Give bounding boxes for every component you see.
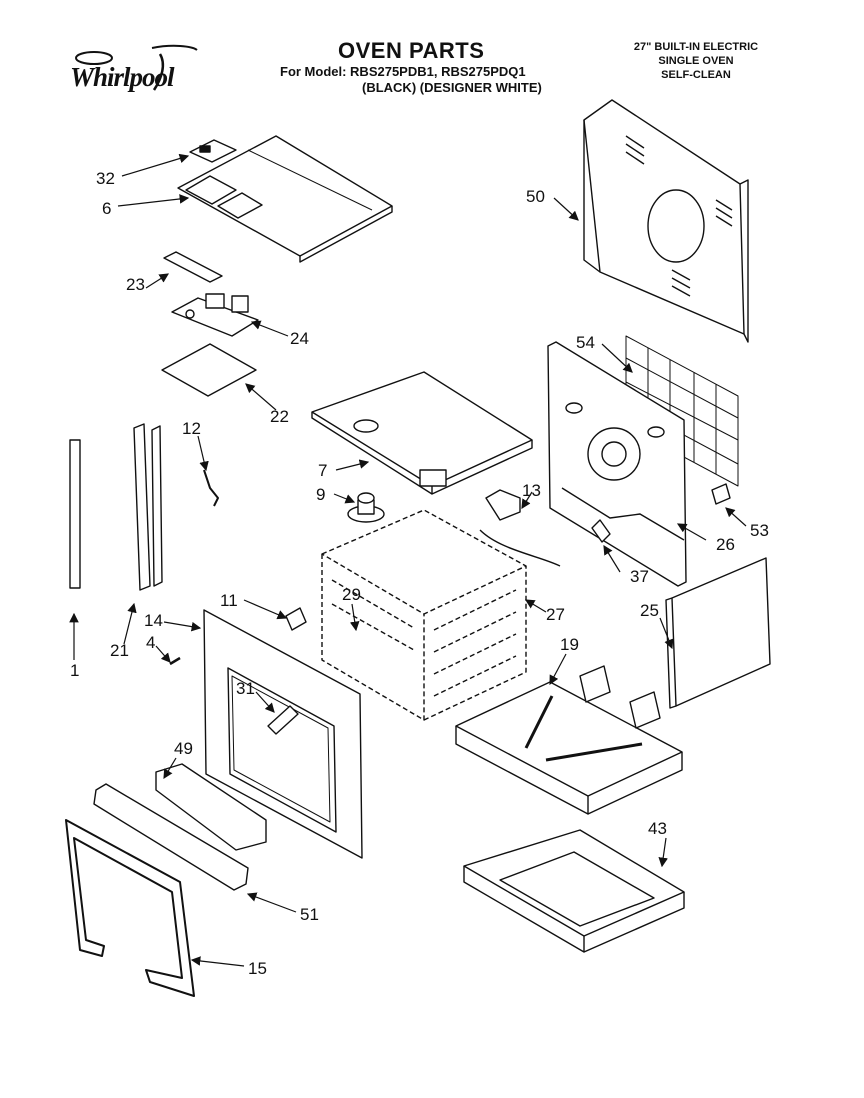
callout-22: 22 xyxy=(270,407,289,426)
logo-swoosh-icon xyxy=(75,44,198,91)
whirlpool-logo: Whirlpool xyxy=(62,44,202,96)
callout-24: 24 xyxy=(290,329,309,348)
callout-6: 6 xyxy=(102,199,111,218)
callout-54: 54 xyxy=(576,333,595,352)
convection-fan-part-9 xyxy=(347,492,385,523)
top-panel-part-6 xyxy=(177,135,393,263)
lamp-part-11 xyxy=(285,607,307,631)
product-line-3: SELF-CLEAN xyxy=(661,69,731,81)
switch-assembly-part-24 xyxy=(171,293,259,337)
callout-51: 51 xyxy=(300,905,319,924)
callout-32: 32 xyxy=(96,169,115,188)
bracket-part-23 xyxy=(163,251,223,283)
bottom-tray-part-43 xyxy=(463,829,685,953)
door-trim-part-51 xyxy=(93,783,249,891)
callout-11: 11 xyxy=(220,591,238,610)
bottom-pan-part-19 xyxy=(455,665,683,815)
clip-part-53 xyxy=(711,483,731,505)
brand-wordmark: Whirlpool xyxy=(70,62,175,92)
cover-plate-part-32 xyxy=(189,139,237,163)
sensor-part-12 xyxy=(203,469,219,507)
clip-part-37 xyxy=(591,519,611,543)
callout-23: 23 xyxy=(126,275,145,294)
callout-9: 9 xyxy=(316,485,325,504)
plate-part-22 xyxy=(161,343,257,397)
callout-15: 15 xyxy=(248,959,267,978)
rear-panel-part-50 xyxy=(583,99,749,343)
screw-part-4 xyxy=(169,656,181,666)
product-description: 27" BUILT-IN ELECTRIC SINGLE OVEN SELF-C… xyxy=(616,40,776,82)
callout-19: 19 xyxy=(560,635,579,654)
callout-1: 1 xyxy=(70,661,79,680)
lock-part-31 xyxy=(267,705,299,735)
vent-trim-part-49 xyxy=(155,763,267,851)
callout-12: 12 xyxy=(182,419,201,438)
trim-strip-part-1 xyxy=(69,439,81,589)
leader-lines xyxy=(69,153,747,967)
callout-4: 4 xyxy=(146,633,155,652)
callout-labels: 32 6 23 24 22 12 7 9 13 50 54 53 26 37 2… xyxy=(70,169,769,978)
fan-housing-part-26 xyxy=(547,341,687,587)
side-panel-part-25 xyxy=(665,557,771,709)
gasket-part-15 xyxy=(65,819,195,997)
side-trim-part-21 xyxy=(133,423,163,591)
page-title: OVEN PARTS xyxy=(338,38,485,63)
finish-line: (BLACK) (DESIGNER WHITE) xyxy=(362,80,542,95)
element-part-13 xyxy=(479,489,561,567)
callout-43: 43 xyxy=(648,819,667,838)
callout-49: 49 xyxy=(174,739,193,758)
callout-31: 31 xyxy=(236,679,255,698)
product-line-1: 27" BUILT-IN ELECTRIC xyxy=(633,41,759,53)
oven-top-wrapper-part-7 xyxy=(311,371,533,495)
model-line: For Model: RBS275PDB1, RBS275PDQ1 xyxy=(280,64,526,79)
callout-27: 27 xyxy=(546,605,565,624)
callout-7: 7 xyxy=(318,461,327,480)
callout-53: 53 xyxy=(750,521,769,540)
callout-37: 37 xyxy=(630,567,649,586)
callout-21: 21 xyxy=(110,641,129,660)
front-frame-part-14 xyxy=(203,609,363,859)
callout-26: 26 xyxy=(716,535,735,554)
callout-50: 50 xyxy=(526,187,545,206)
callout-14: 14 xyxy=(144,611,163,630)
callout-29: 29 xyxy=(342,585,361,604)
callout-13: 13 xyxy=(522,481,541,500)
callout-25: 25 xyxy=(640,601,659,620)
oven-cavity-part-27 xyxy=(321,509,527,721)
product-line-2: SINGLE OVEN xyxy=(658,55,734,67)
